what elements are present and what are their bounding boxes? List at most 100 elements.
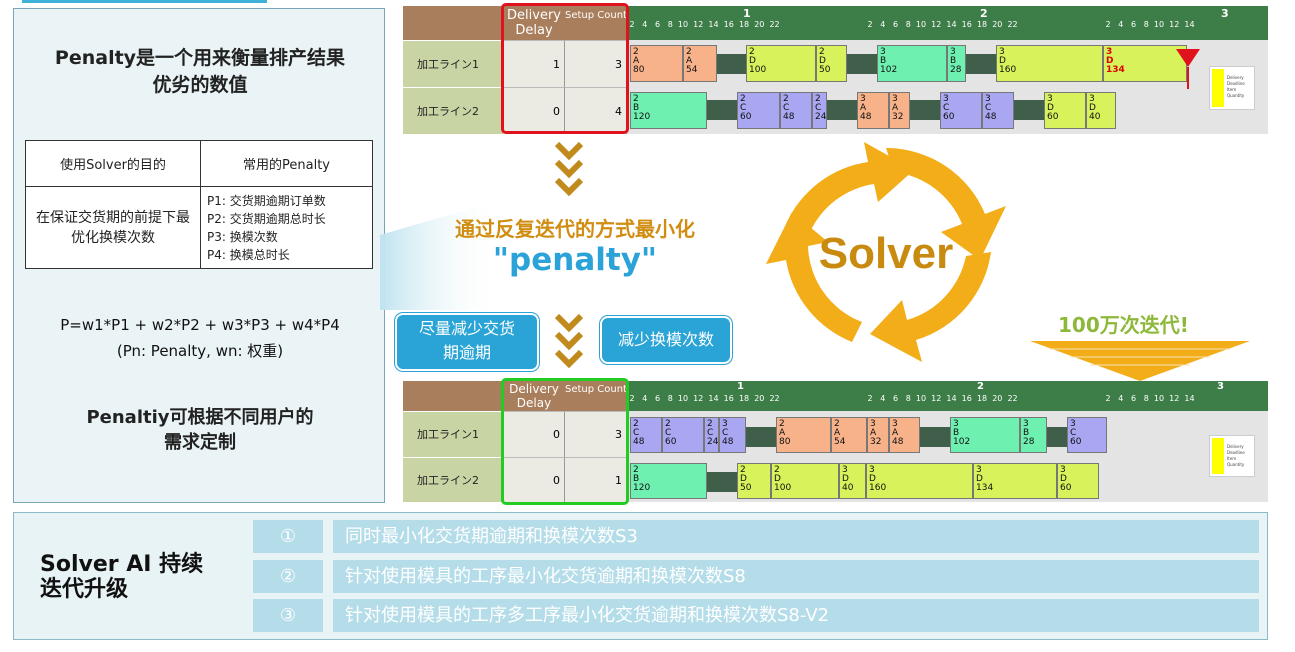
hour-tick-row: 2 4 6 8 10 12 14 16 18 20 22 [627,394,780,403]
setup-gap [717,54,746,74]
header-setup-count: Setup Count [565,6,627,40]
green-highlight-box [501,378,629,505]
table-header-penalty: 常用的Penalty [200,140,373,187]
top-accent-strip [22,0,267,3]
time-axis: 1 2 3 2 4 6 8 10 12 14 16 18 20 22 2 4 6… [627,6,1268,40]
delay-value: 1 [503,40,565,87]
header-setup-count: Setup Count [565,381,627,411]
custom-note-text: Penaltiy可根据不同用户的需求定制 [86,407,314,453]
setup-gap [827,100,857,120]
legend-entry: Quantity [1227,93,1245,98]
hour-tick-row: 2 4 6 8 10 12 14 [1103,20,1195,29]
chevron-down-icon [554,141,584,197]
penalty-formula-note: (Pn: Penalty, wn: 权重) [116,342,284,360]
row-label: 加工ライン2 [403,457,503,502]
legend-entry: Delivery [1227,444,1244,449]
upgrade-item: 同时最小化交货期逾期和换模次数S3 [333,520,1259,553]
hour-tick-row: 2 4 6 8 10 12 14 16 18 20 22 [865,394,1018,403]
legend-swatch [1212,69,1224,107]
gantt-top: Delivery Delay Setup Count 1 2 3 2 4 6 8… [403,6,1268,134]
item-number: ③ [253,599,323,632]
gantt-bottom-corner [403,381,503,411]
penalty-title: Penalty是一个用来衡量排产结果优劣的数值 [14,45,386,99]
setup-gap [847,54,877,74]
setup-gap [707,472,737,492]
day-label: 3 [1217,381,1224,392]
upgrade-item: 针对使用模具的工序多工序最小化交货逾期和换模次数S8-V2 [333,599,1259,632]
legend-entry: Delivery [1227,75,1244,80]
gantt-legend: Delivery Deadline Item Quantity [1209,435,1255,477]
hour-tick-row: 2 4 6 8 10 12 14 [1103,394,1195,403]
chevron-down-icon [554,313,584,369]
legend-entry: Deadline [1227,450,1245,455]
penalty-word: "penalty" [492,242,658,278]
header-delivery-delay: Delivery Delay [503,381,565,411]
custom-note: Penaltiy可根据不同用户的需求定制 [14,405,386,455]
penalty-item: P2: 交货期逾期总时长 [207,211,326,226]
legend-text: Delivery Deadline Item Quantity [1227,444,1245,468]
legend-entry: Deadline [1227,81,1245,86]
iterations-label: 100万次迭代! [1058,313,1189,337]
upgrade-item: 针对使用模具的工序最小化交货逾期和换模次数S8 [333,560,1259,593]
penalty-item: P1: 交货期逾期订单数 [207,193,326,208]
day-label: 2 [977,381,984,392]
table-header-purpose: 使用Solver的目的 [25,140,201,187]
legend-text: Delivery Deadline Item Quantity [1227,75,1245,99]
setup-gap [746,427,776,447]
upgrade-title: Solver AI 持续迭代升级 [40,552,204,602]
setup-gap [910,100,940,120]
penalty-item: P3: 换模次数 [207,229,278,244]
solver-label: Solver [819,229,954,278]
item-number: ① [253,520,323,553]
solver-cycle-icon: Solver [766,142,1006,362]
hour-ticks: 2 4 6 8 10 12 14 16 18 20 22 2 4 6 8 10 … [627,394,1268,408]
red-highlight-box [501,3,629,134]
day-label: 3 [1221,7,1229,20]
legend-entry: Item [1227,456,1237,461]
deadline-marker-icon [1176,49,1200,89]
bubble-reduce-delay-text: 尽量减少交货期逾期 [418,319,515,362]
row-label: 加工ライン1 [403,40,503,87]
time-axis: 1 2 3 2 4 6 8 10 12 14 16 18 20 22 2 4 6… [627,381,1268,411]
penalty-formula: P=w1*P1 + w2*P2 + w3*P3 + w4*P4 [60,316,340,334]
setup-gap [920,427,950,447]
day-label: 1 [743,7,751,20]
hour-tick-row: 2 4 6 8 10 12 14 16 18 20 22 [627,20,780,29]
setup-gap [966,54,996,74]
setup-value: 4 [565,87,627,134]
iterations-arrow [1030,341,1250,381]
gantt-bottom: Delivery Delay Setup Count 1 2 3 2 4 6 8… [403,381,1268,502]
setup-gap [1047,427,1067,447]
legend-entry: Item [1227,87,1237,92]
header-delivery-delay: Delivery Delay [503,6,565,40]
